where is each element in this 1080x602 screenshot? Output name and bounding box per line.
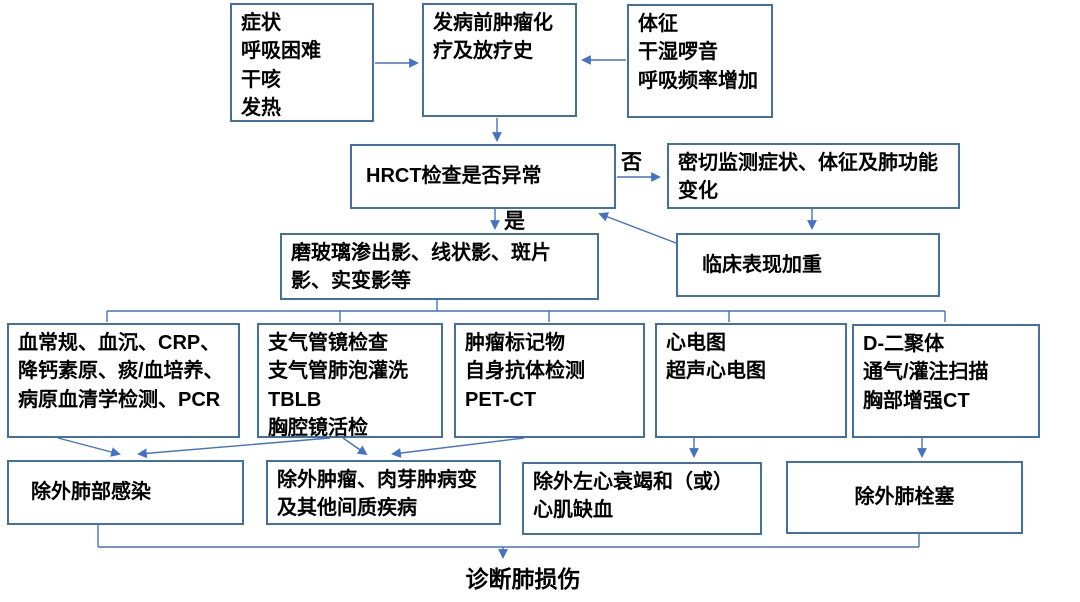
diagnosis-label: 诊断肺损伤	[465, 566, 581, 592]
node-exclude-tumor: 除外肿瘤、肉芽肿病变及其他间质疾病	[266, 460, 501, 525]
node-ecg: 心电图 超声心电图	[655, 323, 847, 438]
node-exclude-infection: 除外肺部感染	[7, 460, 244, 525]
branch-label-yes: 是	[504, 210, 525, 233]
node-imaging-findings: 磨玻璃渗出影、线状影、斑片影、实变影等	[280, 233, 599, 300]
node-monitor: 密切监测症状、体征及肺功能变化	[667, 143, 960, 209]
node-bronchoscopy: 支气管镜检查 支气管肺泡灌洗 TBLB 胸腔镜活检	[257, 323, 443, 439]
node-signs: 体征 干湿啰音 呼吸频率增加	[627, 4, 773, 118]
node-exclude-pulmonary-embolism: 除外肺栓塞	[786, 461, 1023, 534]
branch-label-no: 否	[621, 151, 642, 174]
node-history: 发病前肿瘤化疗及放疗史	[422, 3, 577, 117]
node-symptoms: 症状 呼吸困难 干咳 发热	[230, 3, 374, 122]
node-tumor-markers: 肿瘤标记物 自身抗体检测 PET-CT	[454, 323, 645, 438]
node-d-dimer: D-二聚体 通气/灌注扫描 胸部增强CT	[852, 324, 1040, 438]
node-clinical-worsening: 临床表现加重	[676, 233, 940, 297]
node-exclude-heart-failure: 除外左心衰竭和（或）心肌缺血	[522, 462, 762, 535]
node-hrct: HRCT检查是否异常	[350, 144, 616, 209]
node-lab-tests: 血常规、血沉、CRP、降钙素原、痰/血培养、病原血清学检测、PCR	[7, 323, 240, 438]
